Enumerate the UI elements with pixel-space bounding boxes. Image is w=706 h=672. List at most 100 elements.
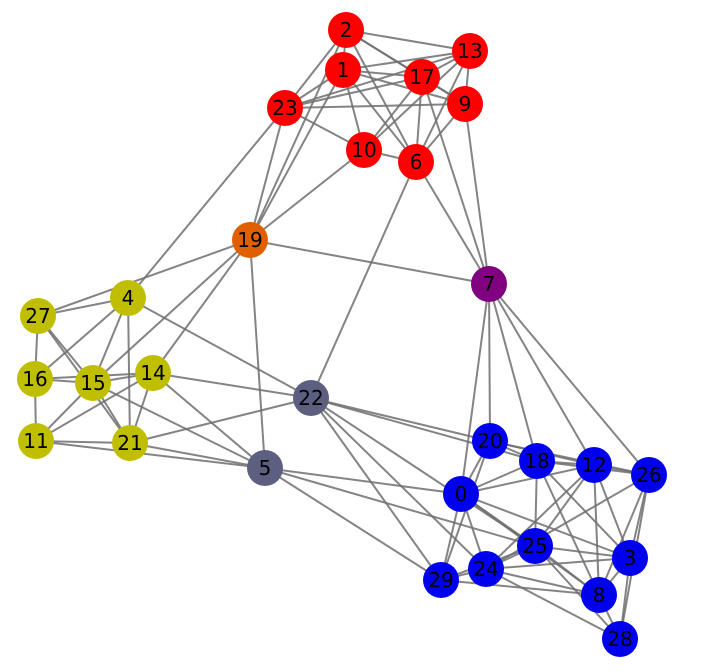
node-circle-3 bbox=[612, 540, 648, 576]
node-circle-22 bbox=[293, 380, 329, 416]
node-13: 13 bbox=[452, 33, 488, 69]
node-26: 26 bbox=[631, 457, 667, 493]
node-label-17: 17 bbox=[409, 65, 434, 89]
node-label-21: 21 bbox=[117, 431, 142, 455]
node-circle-16 bbox=[17, 361, 53, 397]
edge-13-23 bbox=[284, 50, 471, 109]
node-circle-11 bbox=[18, 423, 54, 459]
edge-10-19 bbox=[249, 149, 365, 241]
node-label-8: 8 bbox=[593, 583, 606, 607]
node-circle-24 bbox=[468, 551, 504, 587]
node-label-5: 5 bbox=[259, 456, 272, 480]
edge-23-4 bbox=[127, 107, 286, 299]
node-24: 24 bbox=[468, 551, 504, 587]
edge-22-20 bbox=[310, 397, 491, 442]
edge-14-11 bbox=[35, 372, 154, 442]
node-circle-7 bbox=[471, 266, 507, 302]
node-27: 27 bbox=[20, 298, 56, 334]
edge-19-15 bbox=[92, 239, 251, 384]
node-circle-26 bbox=[631, 457, 667, 493]
edge-21-22 bbox=[129, 397, 312, 444]
node-circle-5 bbox=[247, 450, 283, 486]
node-label-23: 23 bbox=[272, 96, 297, 120]
edge-6-7 bbox=[415, 161, 490, 285]
node-circle-21 bbox=[112, 425, 148, 461]
node-23: 23 bbox=[267, 90, 303, 126]
edge-1-6 bbox=[342, 69, 417, 163]
edge-7-0 bbox=[460, 283, 490, 495]
node-circle-10 bbox=[346, 132, 382, 168]
node-10: 10 bbox=[346, 132, 382, 168]
node-label-26: 26 bbox=[636, 463, 661, 487]
node-circle-27 bbox=[20, 298, 56, 334]
edge-18-3 bbox=[536, 460, 631, 559]
edge-6-22 bbox=[310, 161, 417, 399]
node-7: 7 bbox=[471, 266, 507, 302]
edge-9-7 bbox=[464, 103, 490, 285]
edge-7-18 bbox=[488, 283, 538, 462]
node-circle-0 bbox=[443, 476, 479, 512]
node-circle-17 bbox=[404, 59, 440, 95]
node-label-29: 29 bbox=[428, 568, 453, 592]
edge-13-10 bbox=[363, 50, 471, 151]
node-2: 2 bbox=[328, 12, 364, 48]
node-20: 20 bbox=[472, 423, 508, 459]
node-label-6: 6 bbox=[410, 150, 423, 174]
edge-4-21 bbox=[127, 297, 131, 444]
edge-4-16 bbox=[34, 297, 129, 380]
edge-5-29 bbox=[264, 467, 442, 581]
node-label-3: 3 bbox=[624, 546, 637, 570]
node-16: 16 bbox=[17, 361, 53, 397]
edge-7-20 bbox=[488, 283, 491, 442]
edge-13-6 bbox=[415, 50, 471, 163]
node-1: 1 bbox=[325, 52, 361, 88]
edge-15-5 bbox=[92, 382, 266, 469]
edge-19-27 bbox=[37, 239, 251, 317]
node-3: 3 bbox=[612, 540, 648, 576]
node-11: 11 bbox=[18, 423, 54, 459]
node-circle-12 bbox=[576, 447, 612, 483]
node-circle-13 bbox=[452, 33, 488, 69]
node-29: 29 bbox=[423, 562, 459, 598]
edge-19-5 bbox=[249, 239, 266, 469]
node-28: 28 bbox=[602, 621, 638, 657]
edge-14-5 bbox=[152, 372, 266, 469]
node-label-22: 22 bbox=[298, 386, 323, 410]
node-8: 8 bbox=[581, 577, 617, 613]
node-circle-1 bbox=[325, 52, 361, 88]
node-circle-8 bbox=[581, 577, 617, 613]
edge-12-24 bbox=[485, 464, 595, 570]
node-6: 6 bbox=[398, 144, 434, 180]
edge-4-22 bbox=[127, 297, 312, 399]
node-circle-19 bbox=[232, 222, 268, 258]
node-label-7: 7 bbox=[483, 272, 496, 296]
node-circle-28 bbox=[602, 621, 638, 657]
edge-17-7 bbox=[421, 76, 490, 285]
edge-11-5 bbox=[35, 440, 266, 469]
edge-0-12 bbox=[460, 464, 595, 495]
edge-22-24 bbox=[310, 397, 487, 570]
node-label-20: 20 bbox=[477, 429, 502, 453]
node-circle-6 bbox=[398, 144, 434, 180]
edge-3-24 bbox=[485, 557, 631, 570]
node-21: 21 bbox=[112, 425, 148, 461]
edge-18-8 bbox=[536, 460, 600, 596]
node-circle-18 bbox=[519, 443, 555, 479]
node-4: 4 bbox=[110, 280, 146, 316]
node-0: 0 bbox=[443, 476, 479, 512]
node-label-13: 13 bbox=[457, 39, 482, 63]
edge-7-26 bbox=[488, 283, 650, 476]
node-12: 12 bbox=[576, 447, 612, 483]
node-label-24: 24 bbox=[473, 557, 498, 581]
edge-layer bbox=[34, 29, 650, 640]
edge-19-7 bbox=[249, 239, 490, 285]
edge-24-28 bbox=[485, 568, 621, 640]
edge-2-6 bbox=[345, 29, 417, 163]
edge-19-14 bbox=[152, 239, 251, 374]
node-label-1: 1 bbox=[337, 58, 350, 82]
node-label-16: 16 bbox=[22, 367, 47, 391]
node-label-25: 25 bbox=[522, 534, 547, 558]
edge-2-13 bbox=[345, 29, 471, 52]
node-label-12: 12 bbox=[581, 453, 606, 477]
node-label-14: 14 bbox=[140, 361, 165, 385]
